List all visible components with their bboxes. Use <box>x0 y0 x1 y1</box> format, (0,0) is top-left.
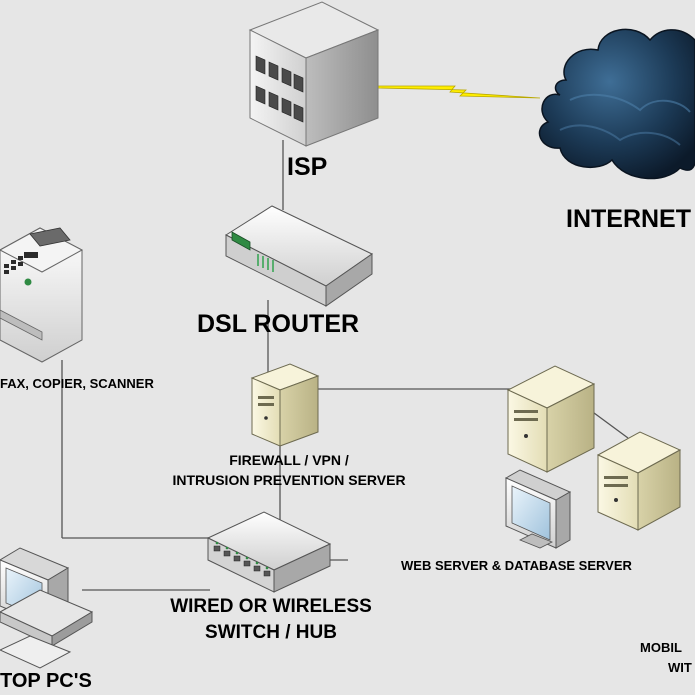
connection-lines <box>61 140 629 591</box>
isp-building-icon <box>248 1 380 147</box>
isp-label: ISP <box>287 153 328 181</box>
switch-hub-icon <box>206 511 332 593</box>
firewall-label-line2: INTRUSION PREVENTION SERVER <box>172 472 406 488</box>
database-server-icon <box>596 431 682 531</box>
monitor-icon <box>504 469 572 549</box>
mobile-label-line2: WIT <box>668 660 692 675</box>
desktop-label: TOP PC'S <box>0 670 92 692</box>
printer-fax-copier-icon <box>0 227 84 363</box>
mobile-label-line1: MOBIL <box>640 640 682 655</box>
internet-cloud-icon <box>538 28 695 180</box>
printer-label: FAX, COPIER, SCANNER <box>0 376 154 391</box>
firewall-label: FIREWALL / VPN / INTRUSION PREVENTION SE… <box>134 450 444 490</box>
internet-label: INTERNET <box>566 205 691 233</box>
switch-label: WIRED OR WIRELESS SWITCH / HUB <box>140 594 402 646</box>
switch-label-line1: WIRED OR WIRELESS <box>170 596 372 617</box>
desktop-pc-icon <box>0 547 94 669</box>
wireless-link-lightning-icon <box>377 85 541 99</box>
firewall-server-icon <box>250 363 320 447</box>
switch-label-line2: SWITCH / HUB <box>205 622 337 643</box>
webserver-dbserver-link <box>589 409 629 439</box>
web-db-server-label: WEB SERVER & DATABASE SERVER <box>401 558 632 573</box>
firewall-label-line1: FIREWALL / VPN / <box>229 452 349 468</box>
web-server-icon <box>506 365 596 473</box>
dsl-router-icon <box>224 205 373 307</box>
dsl-router-label: DSL ROUTER <box>197 310 360 338</box>
mobile-label: MOBIL WIT <box>640 638 692 678</box>
